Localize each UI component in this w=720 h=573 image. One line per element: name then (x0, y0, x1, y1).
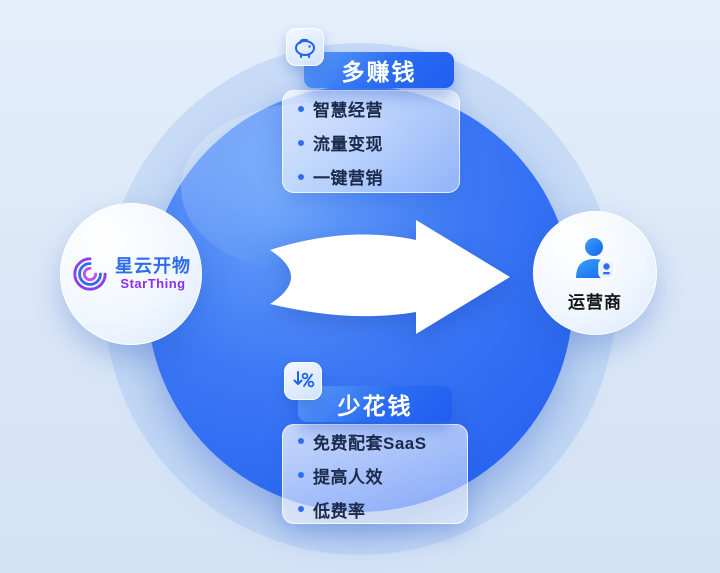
list-item-label: 免费配套SaaS (313, 433, 427, 453)
list-item: 智慧经营 (298, 96, 446, 121)
bottom-card-title: 少花钱 (298, 386, 452, 422)
list-item: 流量变现 (298, 130, 446, 155)
bullet-dot-icon (298, 472, 304, 478)
bullet-dot-icon (298, 105, 304, 112)
logo-text-block: 星云开物 StarThing (115, 256, 191, 292)
list-item-label: 流量变现 (313, 135, 383, 154)
bottom-card-title-text: 少花钱 (337, 393, 413, 419)
top-card-title-text: 多赚钱 (341, 59, 417, 85)
top-card-body: 智慧经营 流量变现 一键营销 (282, 90, 460, 193)
bullet-dot-icon (298, 438, 304, 444)
list-item: 提高人效 (298, 463, 454, 488)
bullet-dot-icon (298, 506, 304, 512)
list-item: 一键营销 (298, 164, 446, 189)
list-item-label: 低费率 (313, 501, 366, 521)
bottom-card-body: 免费配套SaaS 提高人效 低费率 (282, 424, 468, 524)
starthing-spiral-logo-icon (73, 257, 107, 291)
left-node-starthing: 星云开物 StarThing (60, 203, 202, 345)
piggy-bank-icon (295, 38, 315, 58)
right-node-operator: 运营商 (533, 211, 657, 335)
list-item: 免费配套SaaS (298, 429, 454, 454)
bottom-card-badge (284, 362, 322, 400)
logo-title: 星云开物 (115, 256, 191, 277)
flow-arrow (266, 216, 518, 338)
bullet-dot-icon (298, 139, 304, 146)
arrow-right-icon (270, 220, 510, 334)
list-item-label: 一键营销 (313, 169, 383, 188)
top-card-badge (286, 28, 324, 66)
operator-label: 运营商 (568, 293, 622, 312)
operator-person-icon (576, 238, 615, 279)
bullet-dot-icon (298, 173, 304, 180)
list-item-label: 提高人效 (313, 467, 383, 487)
logo-subtitle: StarThing (120, 275, 186, 291)
discount-down-icon (293, 371, 315, 388)
list-item-label: 智慧经营 (313, 101, 383, 120)
list-item: 低费率 (298, 497, 454, 522)
top-card-title: 多赚钱 (304, 52, 454, 88)
